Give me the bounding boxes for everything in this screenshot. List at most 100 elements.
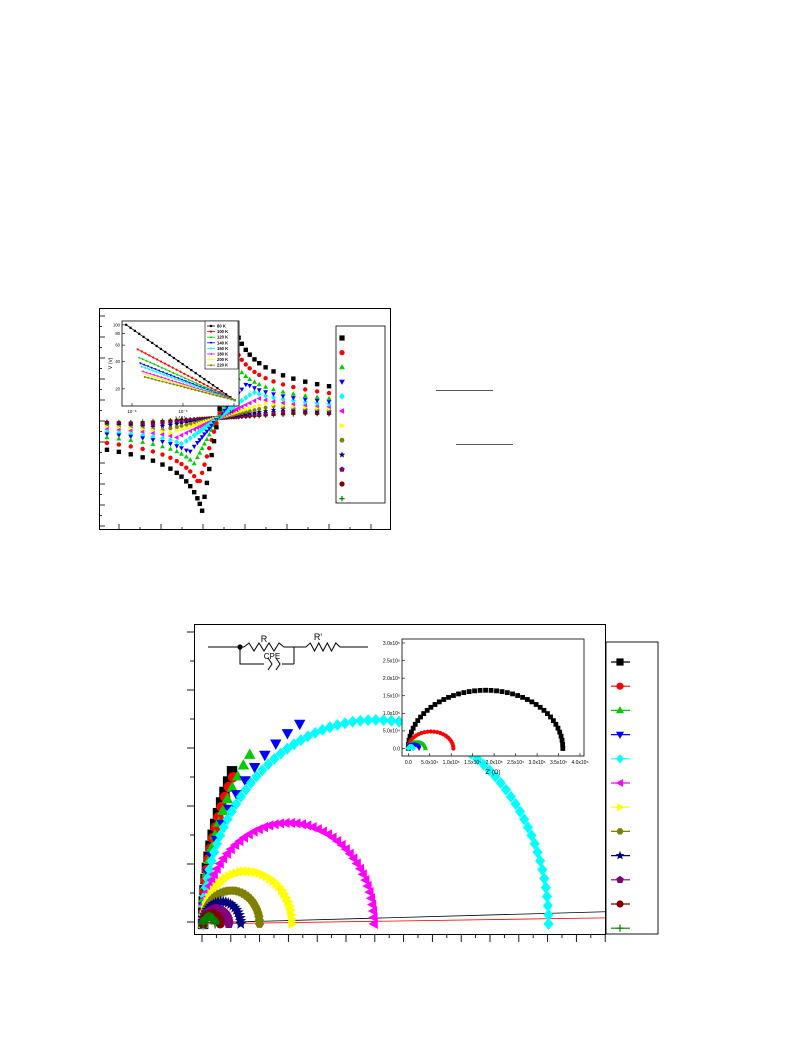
iv-data-point [204,480,210,486]
legend-marker [617,803,625,812]
inset-data-point [142,372,146,376]
inset-data-point [206,387,210,390]
inset-data-point [198,380,201,384]
iv-data-point [232,410,237,416]
iv-data-point [314,398,320,404]
inset-data-point [220,390,223,393]
iv-data-point [202,424,207,431]
iv-data-point [191,444,197,450]
legend-marker [339,364,345,370]
iv-data-point [116,436,122,441]
iv-data-point [199,445,205,451]
iv-data-point [116,449,122,455]
inset-data-point [548,714,553,720]
nyquist-data-point [336,839,346,850]
iv-data-point [239,397,245,404]
legend-marker [616,924,624,932]
inset-legend-marker [209,341,213,345]
iv-data-point [179,427,185,432]
inset-data-point [168,380,171,383]
iv-data-point [291,376,296,381]
iv-data-point [179,446,184,451]
iv-data-point [174,425,179,429]
iv-data-point [251,398,257,404]
inset-data-point [146,365,150,368]
inset-x-tick-label: 4.0x10⁵ [571,760,588,766]
inset-x-axis-label: Z' (Ω) [486,770,501,776]
inset-data-point [151,341,154,345]
iv-data-point [214,425,219,430]
inset-data-point [159,360,163,363]
inset-x-tick-label: 3.5x10⁵ [550,760,567,766]
inset-data-point [194,378,198,382]
nyquist-data-point [296,819,306,830]
inset-y-tick-label: 1.0x10⁵ [383,711,400,717]
nyquist-data-point [367,905,378,916]
iv-data-point [211,429,217,434]
iv-data-point [252,386,257,391]
iv-data-point [128,437,134,442]
inset-x-tick-label: 2.5x10⁵ [507,760,524,766]
iv-data-point [243,382,249,388]
inset-y-tick-label: 100 [113,322,121,327]
nyquist-data-point [370,713,381,726]
legend-marker [615,850,625,860]
inset-data-point [186,387,190,390]
iv-data-point [116,433,122,438]
nyquist-data-point [542,899,553,912]
iv-data-point [174,435,179,440]
iv-data-point [207,445,212,451]
nyquist-data-point [514,805,526,818]
nyquist-data-point [362,880,372,892]
nyquist-data-point [235,790,246,803]
inset-data-point [197,390,200,392]
iv-data-point [202,494,207,500]
inset-y-tick-label: 80 [115,331,120,336]
iv-data-point [128,452,133,457]
legend-marker [339,496,345,502]
inset-data-point [152,356,155,359]
nyquist-data-point [339,717,351,730]
iv-data-point [263,384,268,389]
inset-legend-marker [209,330,213,333]
iv-data-point [280,400,285,406]
inset-data-point [210,386,213,390]
inset-data-point [176,377,180,380]
iv-data-point [207,466,212,472]
nyquist-data-point [294,719,306,731]
inset-data-point [168,353,171,357]
inset-legend-marker [209,335,213,339]
iv-data-point [160,429,166,435]
legend-marker [339,379,345,385]
inset-data-point [170,375,173,379]
iv-data-point [239,357,244,362]
nyquist-data-point [394,715,405,728]
iv-data-point [140,436,146,441]
nyquist-data-point [240,783,251,796]
iv-data-point [183,448,189,453]
inset-x-tick-label: 1.5x10⁵ [464,760,481,766]
inset-data-point [172,383,175,386]
inset-data-point [156,374,159,378]
nyquist-data-point [226,781,238,792]
iv-data-point [167,422,174,428]
inset-data-point [187,378,190,381]
inset-data-point [190,368,193,372]
inset-data-point [150,377,154,380]
nyquist-data-point [258,822,268,833]
nyquist-data-point [355,714,366,727]
iv-data-point [188,469,193,474]
inset-data-point [425,729,430,734]
nyquist-data-point [543,908,554,921]
inset-data-point [161,378,164,381]
legend-marker [339,466,345,472]
iv-data-point [199,508,205,513]
inset-x-tick-label: 3.0x10⁵ [529,760,546,766]
inset-data-point [161,380,164,383]
divider-line [436,390,493,391]
iv-data-point [252,408,257,412]
inset-data-point [137,356,141,359]
iv-data-point [140,455,145,460]
